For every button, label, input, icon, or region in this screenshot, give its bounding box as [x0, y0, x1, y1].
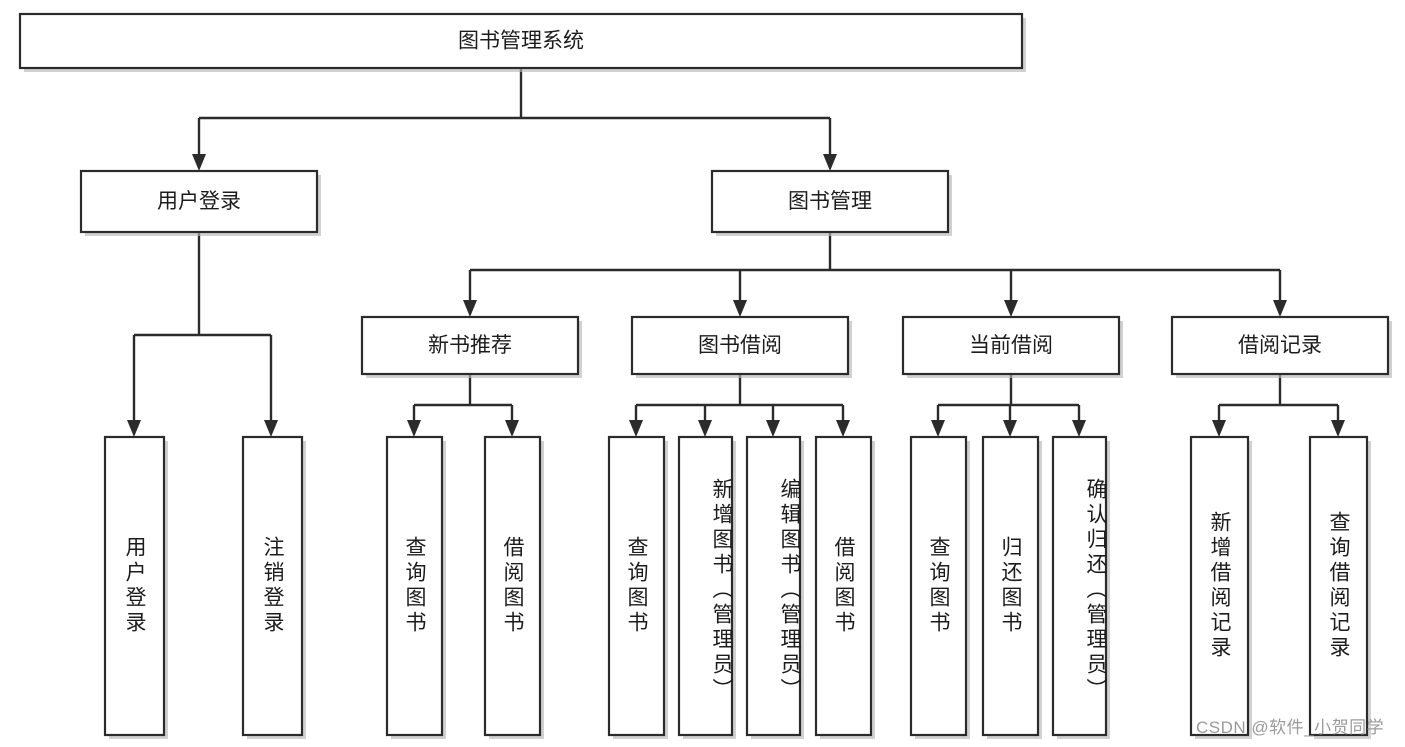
arrow-head-icon: [629, 420, 643, 437]
node-box-leaf-logout: [241, 435, 304, 737]
arrow-head-icon: [1273, 300, 1287, 317]
arrow-head-icon: [766, 420, 780, 437]
node-box-book-borrow: [630, 315, 850, 376]
arrow-head-icon: [463, 300, 477, 317]
node-box-current-borrow: [901, 315, 1121, 376]
arrow-head-icon: [733, 300, 747, 317]
arrow-head-icon: [192, 154, 206, 171]
node-label-borrow-record: 借阅记录: [1238, 334, 1322, 357]
arrow-head-icon: [264, 420, 278, 437]
node-boxes: [18, 12, 1390, 737]
node-box-borrow-record: [1170, 315, 1390, 376]
arrow-head-icon: [407, 420, 421, 437]
node-title-label: 图书管理系统: [458, 30, 584, 53]
node-label-new-book-recommend: 新书推荐: [428, 334, 512, 357]
node-label-book-borrow: 图书借阅: [698, 334, 782, 357]
arrow-head-icon: [931, 420, 945, 437]
arrow-head-icon: [823, 154, 837, 171]
node-box-leaf-borrow-book-1: [483, 435, 542, 737]
node-box-book-management: [710, 169, 950, 234]
node-label-user-login: 用户登录: [157, 190, 241, 213]
arrow-head-icon: [1004, 300, 1018, 317]
node-box-leaf-return-book: [981, 435, 1040, 737]
node-label-book-management: 图书管理: [788, 190, 872, 213]
node-label-current-borrow: 当前借阅: [969, 334, 1053, 357]
arrow-head-icon: [698, 420, 712, 437]
arrow-head-icon: [1003, 420, 1017, 437]
connector-lines: [127, 68, 1345, 437]
arrow-head-icon: [1072, 420, 1086, 437]
node-box-leaf-query-book-1: [385, 435, 444, 737]
arrow-head-icon: [1331, 420, 1345, 437]
node-box-user-login: [79, 169, 319, 234]
arrow-head-icon: [1212, 420, 1226, 437]
node-box-leaf-user-login: [103, 435, 166, 737]
node-box-leaf-borrow-book-2: [814, 435, 873, 737]
node-box-leaf-confirm-return: [1051, 435, 1108, 737]
arrow-head-icon: [127, 420, 141, 437]
csdn-watermark: CSDN @软件_小贺同学: [1196, 718, 1385, 737]
node-box-leaf-query-book-3: [909, 435, 968, 737]
node-box-leaf-query-book-2: [607, 435, 666, 737]
arrow-head-icon: [836, 420, 850, 437]
node-box-leaf-add-book: [677, 435, 734, 737]
node-box-new-book-recommend: [360, 315, 580, 376]
node-box-leaf-query-record: [1308, 435, 1369, 737]
arrow-head-icon: [505, 420, 519, 437]
node-title-box: [18, 12, 1024, 70]
node-box-leaf-add-record: [1189, 435, 1250, 737]
node-box-leaf-edit-book: [745, 435, 802, 737]
